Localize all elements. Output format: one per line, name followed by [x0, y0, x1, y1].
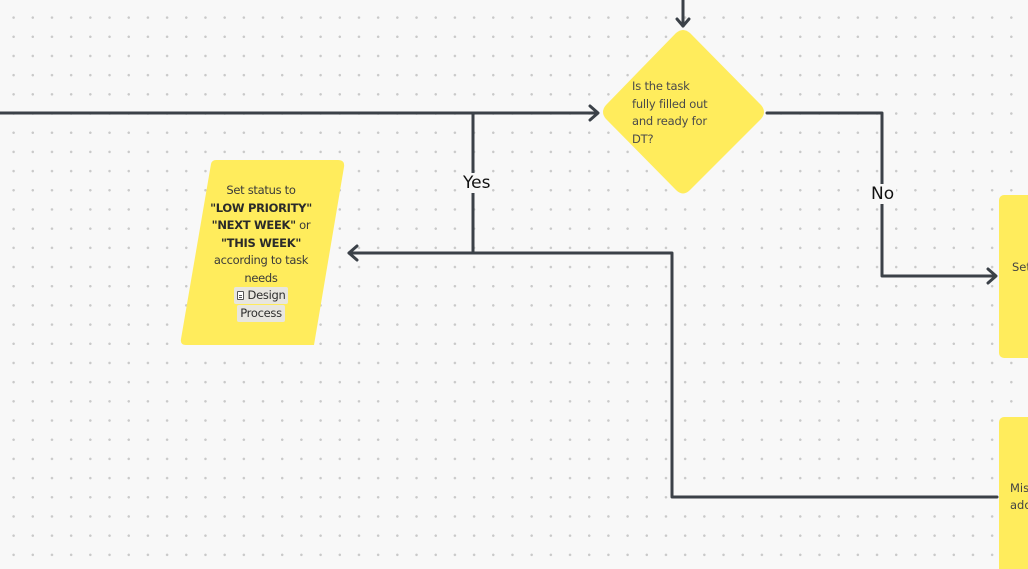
yes-label: Yes	[461, 173, 493, 193]
low-priority-label: "LOW PRIORITY"	[210, 200, 312, 215]
arrowhead-into-decision	[588, 104, 600, 122]
status-text: Set status to "LOW PRIORITY" "NEXT WEEK"…	[205, 182, 317, 322]
decision-line: Is the task	[632, 79, 690, 93]
status-line: according to task	[213, 253, 309, 267]
arrowhead-no-branch	[986, 267, 998, 285]
connector-return	[471, 251, 999, 499]
status-line: Set status to	[226, 183, 296, 197]
decision-text: Is the task fully filled out and ready f…	[632, 78, 732, 148]
decision-line: and ready for	[632, 114, 707, 128]
right-node-bottom-text-2: add	[1010, 498, 1028, 512]
right-node-bottom[interactable]	[999, 417, 1028, 569]
design-process-link-cont[interactable]: Process	[237, 304, 285, 322]
decision-line: DT?	[632, 131, 654, 146]
right-node-bottom-text-1: Mis	[1010, 481, 1028, 495]
design-process-link[interactable]: Design	[233, 287, 289, 304]
right-node-top-text: Set	[1012, 260, 1028, 274]
connector-yes-branch	[347, 111, 475, 255]
chip-text: Process	[240, 305, 282, 320]
right-node-top[interactable]	[999, 195, 1028, 358]
decision-diamond[interactable]	[603, 30, 764, 194]
arrowhead-top-incoming	[675, 17, 691, 28]
status-line: needs	[244, 270, 278, 285]
status-parallelogram[interactable]	[180, 160, 345, 345]
no-label: No	[869, 184, 897, 204]
next-week-label: "NEXT WEEK"	[211, 218, 296, 232]
document-icon	[236, 291, 244, 300]
arrowhead-yes-branch	[347, 244, 359, 262]
or-word: or	[295, 218, 311, 232]
chip-text: Design	[247, 288, 286, 302]
decision-line: fully filled out	[632, 96, 708, 111]
this-week-label: "THIS WEEK"	[220, 235, 302, 250]
